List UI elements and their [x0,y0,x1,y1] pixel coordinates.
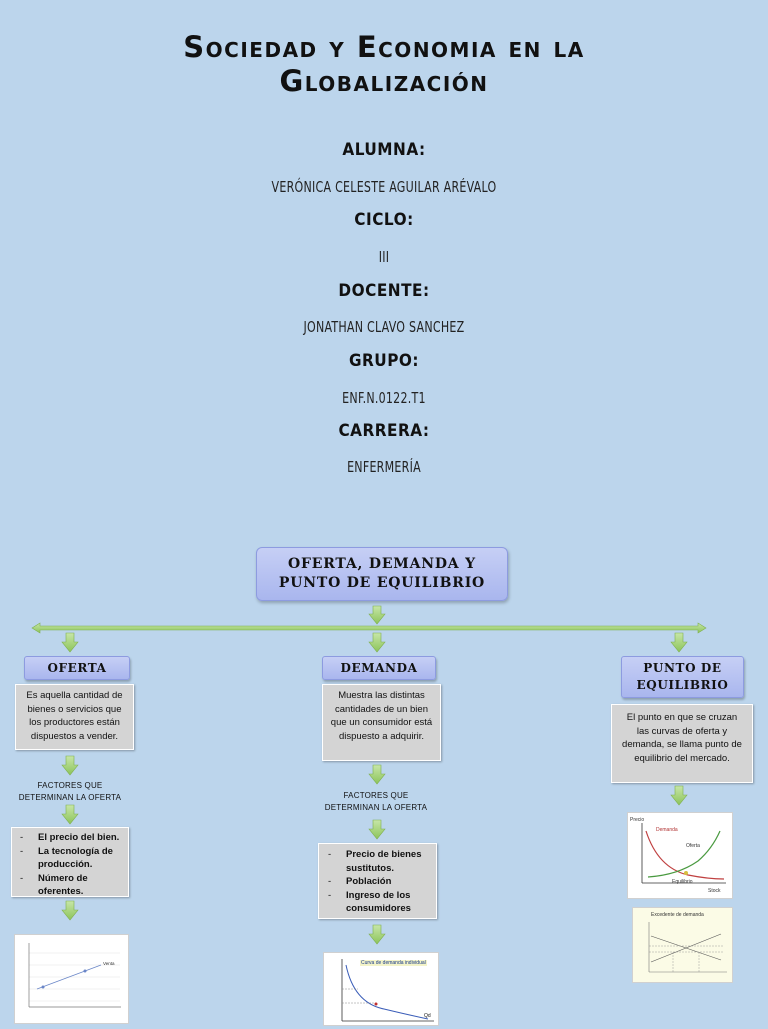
oferta-factors-title-1: FACTORES QUE [37,781,103,790]
equilibrio-chart-graphic [641,823,726,884]
demanda-chart-image: Curva de demanda individual Qd [323,952,439,1026]
equilibrio-chart-y: Precio [630,817,645,823]
demanda-definition: Muestra las distintas cantidades de un b… [330,690,433,742]
grupo-label: GRUPO: [348,351,420,371]
demanda-factors-box: Precio de bienes sustitutos. Población I… [318,843,437,919]
down-arrow-oferta-2 [61,755,79,776]
horizontal-connector-arrow [31,622,707,634]
demanda-factors-title-2: DETERMINAN LA OFERTA [324,803,428,812]
oferta-factors-heading: FACTORES QUE DETERMINAN LA OFERTA [10,780,130,804]
equilibrio-title-2: EQUILIBRIO [636,678,729,692]
equilibrio-title-1: PUNTO DE [643,661,722,675]
list-item: Número de oferentes. [16,872,124,899]
equilibrio-chart-image-2: Excedente de demanda [632,907,733,983]
demanda-factors-heading: FACTORES QUE DETERMINAN LA OFERTA [316,790,436,814]
equilibrio-chart-graphic-2 [648,922,727,973]
demanda-chart-title: Curva de demanda individual [360,960,427,966]
equilibrio-chart-oferta: Oferta [686,843,700,849]
oferta-chart-image: Venta [14,934,129,1024]
down-arrow-oferta-4 [61,900,79,921]
equilibrio-chart-2-title: Excedente de demanda [651,912,704,918]
list-item: El precio del bien. [16,831,124,845]
docente-label: DOCENTE: [338,281,430,301]
list-item: Ingreso de los consumidores [324,889,431,916]
carrera-value: ENFERMERÍA [347,458,421,476]
oferta-chart-graphic [28,943,121,1008]
demanda-node: DEMANDA [322,656,436,680]
root-line-2: PUNTO DE EQUILIBRIO [278,575,486,591]
equilibrio-chart-equilibrio: Equilibrio [672,879,693,885]
down-arrow-oferta-3 [61,804,79,825]
equilibrio-definition-box: El punto en que se cruzan las curvas de … [611,704,753,783]
down-arrow-demanda-4 [368,924,386,945]
down-arrow-root [368,605,386,625]
ciclo-value: III [378,248,390,266]
grupo-value: ENF.N.0122.T1 [342,389,426,407]
list-item: Población [324,875,431,889]
demanda-chart-graphic [341,959,434,1022]
page-title: Sociedad y Economia en la Globalización [0,30,768,98]
alumna-value: VERÓNICA CELESTE AGUILAR ARÉVALO [271,178,497,196]
docente-value: JONATHAN CLAVO SANCHEZ [303,318,465,336]
oferta-definition: Es aquella cantidad de bienes o servicio… [26,690,123,742]
down-arrow-demanda [368,632,386,653]
equilibrio-chart-x: Stock [708,888,721,894]
equilibrio-definition: El punto en que se cruzan las curvas de … [622,712,742,764]
list-item: La tecnología de producción. [16,845,124,872]
demanda-chart-axis: Qd [424,1013,431,1019]
root-node: OFERTA, DEMANDA Y PUNTO DE EQUILIBRIO [256,547,508,601]
oferta-definition-box: Es aquella cantidad de bienes o servicio… [15,684,134,750]
equilibrio-chart-demanda: Demanda [656,827,678,833]
root-line-1: OFERTA, DEMANDA Y [288,556,476,572]
title-line-2: Globalización [279,64,489,98]
oferta-chart-label: Venta [103,961,115,966]
down-arrow-equilibrio-2 [670,785,688,806]
equilibrio-chart-image: Precio Demanda Oferta Equilibrio Stock [627,812,733,899]
oferta-title: OFERTA [47,661,107,675]
down-arrow-equilibrio [670,632,688,653]
alumna-label: ALUMNA: [342,140,426,160]
list-item: Precio de bienes sustitutos. [324,848,431,875]
title-line-1: Sociedad y Economia en la [183,30,585,64]
oferta-factors-box: El precio del bien. La tecnología de pro… [11,827,129,897]
down-arrow-oferta [61,632,79,653]
demanda-title: DEMANDA [340,661,418,675]
down-arrow-demanda-3 [368,819,386,840]
carrera-label: CARRERA: [338,421,430,441]
down-arrow-demanda-2 [368,764,386,785]
oferta-factors-title-2: DETERMINAN LA OFERTA [18,793,122,802]
oferta-node: OFERTA [24,656,130,680]
equilibrio-node: PUNTO DE EQUILIBRIO [621,656,744,698]
demanda-factors-title-1: FACTORES QUE [343,791,409,800]
ciclo-label: CICLO: [354,210,414,230]
demanda-definition-box: Muestra las distintas cantidades de un b… [322,684,441,761]
